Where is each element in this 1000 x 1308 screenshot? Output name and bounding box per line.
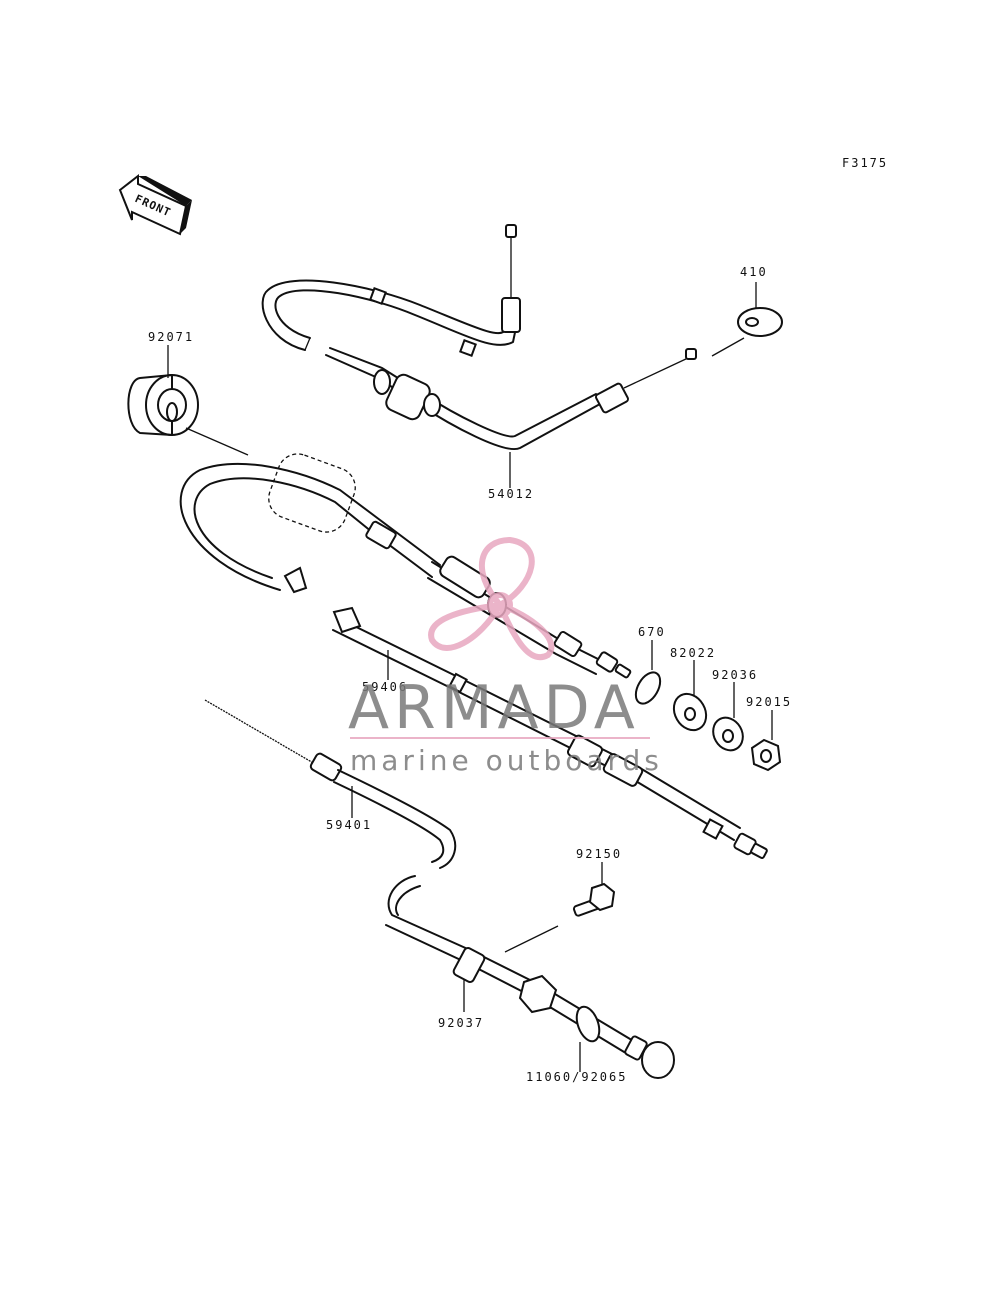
callout-92015: 92015 <box>746 695 792 709</box>
front-arrow-icon: FRONT <box>118 173 192 236</box>
watermark-subtitle: marine outboards <box>350 744 663 777</box>
grommet-92071 <box>127 345 249 456</box>
watermark-title: ARMADA <box>348 673 640 743</box>
callout-92037: 92037 <box>438 1016 484 1030</box>
throttle-cable-54012 <box>261 224 697 488</box>
lock-washer-92036 <box>712 682 744 752</box>
callout-82022: 82022 <box>670 646 716 660</box>
callout-54012: 54012 <box>488 487 534 501</box>
cable-59401 <box>204 699 675 1079</box>
propeller-logo-icon <box>428 536 555 660</box>
figure-code: F3175 <box>842 156 888 170</box>
callout-11060-92065: 11060/92065 <box>526 1070 627 1084</box>
callout-670: 670 <box>638 625 666 639</box>
callout-92071: 92071 <box>148 330 194 344</box>
callout-59401: 59401 <box>326 818 372 832</box>
callout-410: 410 <box>740 265 768 279</box>
callout-92036: 92036 <box>712 668 758 682</box>
nut-92015 <box>750 710 782 772</box>
callout-59406: 59406 <box>362 680 408 694</box>
armada-watermark: ARMADA marine outboards <box>348 536 663 777</box>
washer-410 <box>711 282 783 357</box>
fitting-92150 <box>572 862 616 917</box>
o-ring-670 <box>634 640 662 705</box>
callout-92150: 92150 <box>576 847 622 861</box>
washer-82022 <box>672 660 708 732</box>
